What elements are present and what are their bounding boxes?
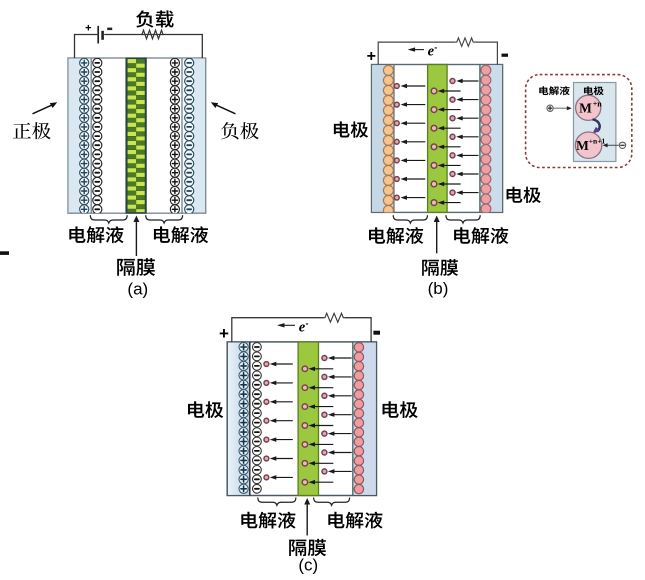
svg-text:+: + [367,48,376,65]
svg-text:+: + [85,22,91,34]
svg-text:-: - [306,318,309,328]
svg-text:+n+1: +n+1 [589,137,606,146]
svg-text:-: - [434,42,437,52]
svg-text:e: e [299,320,306,336]
svg-text:(b): (b) [428,279,449,298]
svg-text:M: M [579,101,592,116]
svg-text:+n: +n [593,99,603,108]
svg-text:(c): (c) [298,555,318,574]
svg-text:+: + [219,324,229,343]
svg-text:M: M [576,138,589,153]
svg-text:(a): (a) [127,279,148,298]
svg-text:e: e [428,44,435,60]
